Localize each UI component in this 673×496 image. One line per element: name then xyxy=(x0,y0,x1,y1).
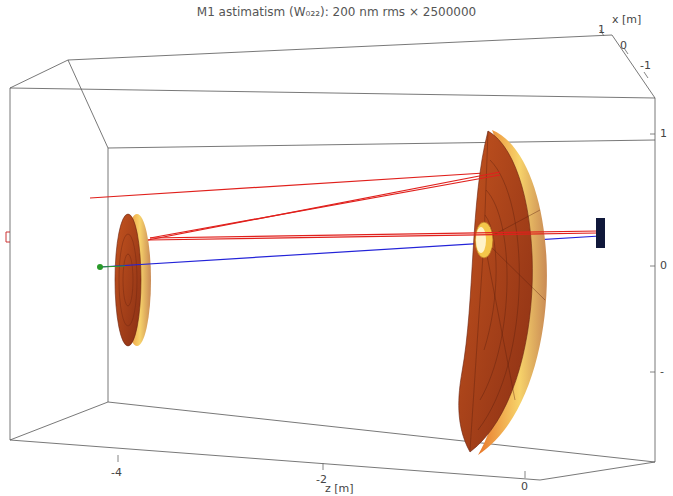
tick-label: 0 xyxy=(521,481,528,492)
tick-label: -4 xyxy=(111,467,122,478)
plot-title: M1 astimatism (W₀₂₂): 200 nm rms × 25000… xyxy=(0,5,673,19)
tick-label: 1 xyxy=(660,128,667,139)
tick-label: -1 xyxy=(640,60,651,71)
axis-title: x [m] xyxy=(612,14,641,25)
tick-label: 1 xyxy=(598,24,605,35)
axis-title: z [m] xyxy=(325,483,354,494)
tick-label: 0 xyxy=(660,260,667,271)
tick-label: 0 xyxy=(620,40,627,51)
tick-label: - xyxy=(660,366,664,377)
